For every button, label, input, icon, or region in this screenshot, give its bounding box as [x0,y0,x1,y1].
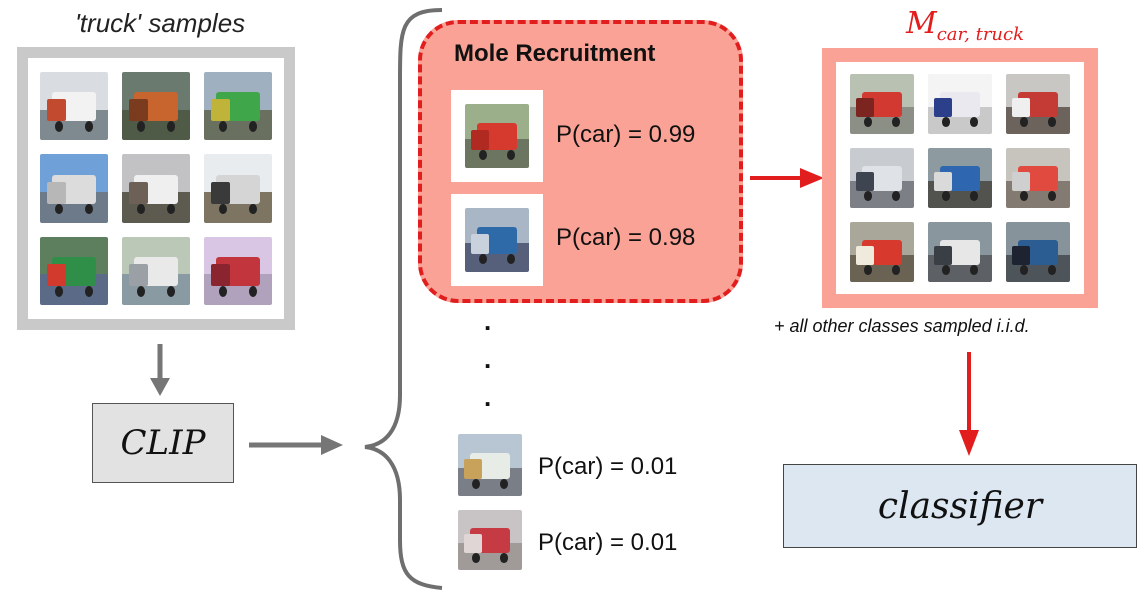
curly-brace [364,8,443,590]
mole-recruitment-title: Mole Recruitment [454,40,656,67]
m-set-thumb-1 [850,74,914,134]
classifier-box: classifier [783,464,1137,548]
down-arrow-to-clip [150,344,170,396]
m-set-thumb-6 [1006,148,1070,208]
ellipsis-dot-1: . [484,306,492,336]
m-set-thumb-5 [928,148,992,208]
truck-sample-thumb-1 [40,72,108,141]
m-set-thumb-2 [928,74,992,134]
truck-sample-thumb-9 [204,236,272,305]
sampling-caption: + all other classes sampled i.i.d. [774,316,1030,336]
m-set-thumb-9 [1006,222,1070,282]
mole-prob-1: P(car) = 0.99 [556,121,696,148]
low-thumb-1 [458,434,522,496]
truck-samples-grid [17,47,295,330]
truck-samples-title: 'truck' samples [74,8,246,38]
mole-thumb-2 [451,194,543,286]
truck-sample-thumb-3 [204,72,272,141]
arrow-mole-to-mset [750,168,824,188]
m-set-thumb-3 [1006,74,1070,134]
mole-thumb-1 [451,90,543,182]
m-set-thumb-7 [850,222,914,282]
m-set-thumb-4 [850,148,914,208]
m-set-title: Mcar, truck [830,6,1100,45]
m-set-subscript: car, truck [936,24,1025,45]
truck-sample-thumb-8 [122,236,190,305]
truck-sample-thumb-4 [40,154,108,223]
arrow-to-classifier [959,352,979,456]
truck-sample-thumb-2 [122,72,190,141]
mole-prob-2: P(car) = 0.98 [556,224,696,251]
low-prob-1: P(car) = 0.01 [538,453,678,480]
m-set-symbol: M [905,6,937,41]
m-set-grid [822,48,1098,308]
m-set-thumb-8 [928,222,992,282]
truck-sample-thumb-7 [40,236,108,305]
truck-sample-thumb-5 [122,154,190,223]
ellipsis-dot-2: . [484,344,492,374]
truck-sample-thumb-6 [204,154,272,223]
ellipsis-dot-3: . [484,382,492,412]
clip-model-box: CLIP [92,403,234,483]
arrow-clip-to-brace [249,435,343,455]
low-prob-2: P(car) = 0.01 [538,529,678,556]
low-thumb-2 [458,510,522,570]
